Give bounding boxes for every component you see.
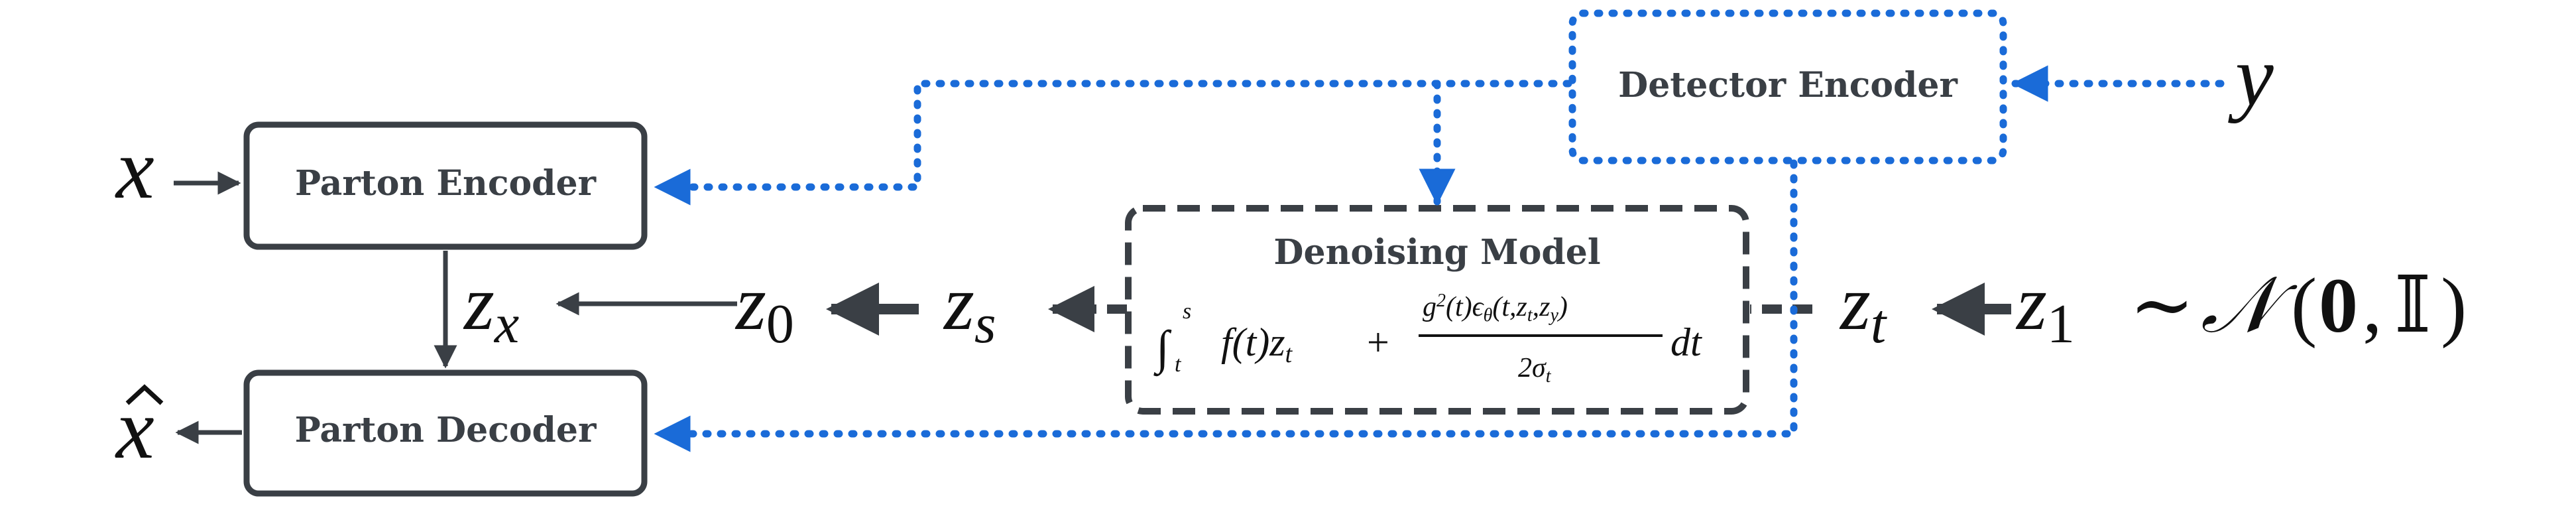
latent-z-1: z1: [2015, 259, 2075, 355]
hat-accent: [125, 384, 164, 405]
denoising-model-label: Denoising Model: [1273, 232, 1600, 273]
latent-z-x: zx: [463, 259, 519, 355]
arrow-detector-to-parton-decoder: [654, 159, 1798, 452]
parton-decoder-box: Parton Decoder: [243, 369, 648, 497]
latent-z-0: z0: [734, 259, 794, 355]
fraction-denominator: 2σt: [1518, 353, 1552, 387]
parton-encoder-label: Parton Encoder: [295, 163, 597, 204]
normal-distribution-symbol: 𝒩: [2201, 262, 2298, 349]
parton-decoder-label: Parton Decoder: [295, 410, 597, 450]
differential-dt: dt: [1670, 320, 1702, 364]
integral-upper-limit: s: [1183, 299, 1191, 324]
denoising-equation: ∫ s t f(t)zt + g2(t)ϵθ(t,zt,zy) 2σt dt: [1153, 291, 1702, 387]
integral-lower-limit: t: [1175, 352, 1182, 377]
detector-encoder-box: Detector Encoder: [1568, 9, 2007, 164]
open-parenthesis: (: [2291, 262, 2317, 349]
tilde-symbol: ∼: [2129, 262, 2195, 349]
comma: ,: [2363, 262, 2382, 349]
drift-term: f(t)zt: [1221, 320, 1293, 368]
denoising-model-box: Denoising Model: [1125, 205, 1749, 415]
fraction-numerator: g2(t)ϵθ(t,zt,zy): [1423, 291, 1568, 326]
arrow-detector-to-parton-encoder: [654, 80, 1572, 206]
identity-matrix: 𝕀: [2394, 262, 2431, 349]
latent-z-t: zt: [1839, 259, 1888, 355]
plus-sign: +: [1367, 320, 1389, 364]
detector-encoder-label: Detector Encoder: [1618, 65, 1958, 105]
output-x-hat: x: [115, 381, 164, 477]
input-x: x: [115, 121, 154, 217]
zero-vector: 0: [2319, 262, 2358, 349]
close-parenthesis: ): [2441, 262, 2467, 349]
prior-distribution: ∼ 𝒩 ( 0 , 𝕀 ): [2129, 262, 2467, 349]
parton-encoder-box: Parton Encoder: [243, 121, 648, 250]
latent-z-s: zs: [943, 259, 996, 355]
detector-input-y: y: [2228, 29, 2274, 124]
integral-sign: ∫: [1153, 321, 1172, 377]
